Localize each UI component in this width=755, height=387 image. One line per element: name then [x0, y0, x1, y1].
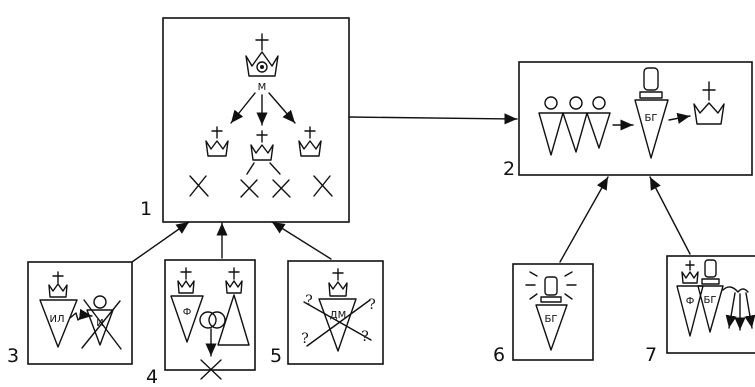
figure-glyph: БГ: [545, 314, 558, 325]
figure-glyph: БГ: [704, 295, 717, 306]
cross-mark: [303, 301, 372, 341]
figure-glyph: Ф: [686, 296, 695, 307]
panel-2-number: 2: [503, 158, 515, 180]
triangle-figure: [39, 299, 78, 348]
figure-glyph: М: [258, 82, 267, 93]
panel-2-frame: [518, 61, 753, 176]
lightning-arrow: [69, 312, 85, 321]
crown-figure: [693, 81, 725, 125]
eye-icon: [256, 61, 268, 73]
three-figures: [538, 96, 611, 156]
figure-glyph: Ф: [183, 307, 192, 318]
panel-5: 5 ДМ ? ? ? ?: [270, 260, 384, 367]
cross-mark: [83, 299, 122, 350]
panel-3-frame: [27, 261, 133, 365]
panel-7: 7 Ф БГ: [645, 255, 755, 366]
panel-1-number: 1: [140, 198, 152, 220]
cross-mark: [313, 175, 333, 197]
question-mark: ?: [361, 329, 369, 345]
question-mark: ?: [368, 297, 376, 313]
ring-icon: [199, 311, 217, 329]
cross-mark: [189, 175, 209, 197]
figure-glyph: БГ: [645, 113, 658, 124]
figure-glyph: И: [96, 318, 103, 329]
panel-7-frame: [666, 255, 755, 354]
crowned-figure-top: М: [245, 33, 279, 93]
cross-mark: [240, 179, 259, 198]
panel-3-number: 3: [7, 345, 19, 367]
question-mark: ?: [301, 331, 309, 347]
ring-icon: [208, 311, 226, 329]
crown-right: [298, 126, 322, 157]
arrow-3-to-1: [131, 221, 190, 263]
panel-1: 1 М: [140, 17, 350, 223]
question-mark: ?: [305, 293, 313, 309]
figure-glyph: ИЛ: [50, 314, 65, 325]
panel-6-number: 6: [493, 344, 505, 366]
bg-figure: БГ: [634, 67, 669, 159]
arrow-6-to-2: [559, 176, 609, 263]
panel-6-frame: [512, 263, 594, 361]
panel-3: 3 ИЛ И: [7, 261, 133, 367]
figure-glyph: ДМ: [330, 310, 346, 321]
arrow-1-to-2: [348, 113, 518, 125]
arrow-5-to-1: [271, 221, 332, 260]
panel-1-frame: [162, 17, 350, 223]
crown-left: [205, 126, 229, 157]
panel-7-number: 7: [645, 344, 657, 366]
arrow-7-to-2: [649, 176, 691, 255]
panel-6: 6 БГ: [493, 263, 594, 366]
panel-4-number: 4: [146, 366, 158, 387]
panel-5-frame: [287, 260, 384, 365]
panel-2: 2 БГ: [503, 61, 753, 180]
cross-mark: [272, 179, 291, 198]
radiance-rays: [525, 271, 577, 300]
panel-5-number: 5: [270, 345, 282, 367]
panel-4: 4 Ф: [146, 259, 256, 387]
crown-middle: [250, 130, 274, 161]
